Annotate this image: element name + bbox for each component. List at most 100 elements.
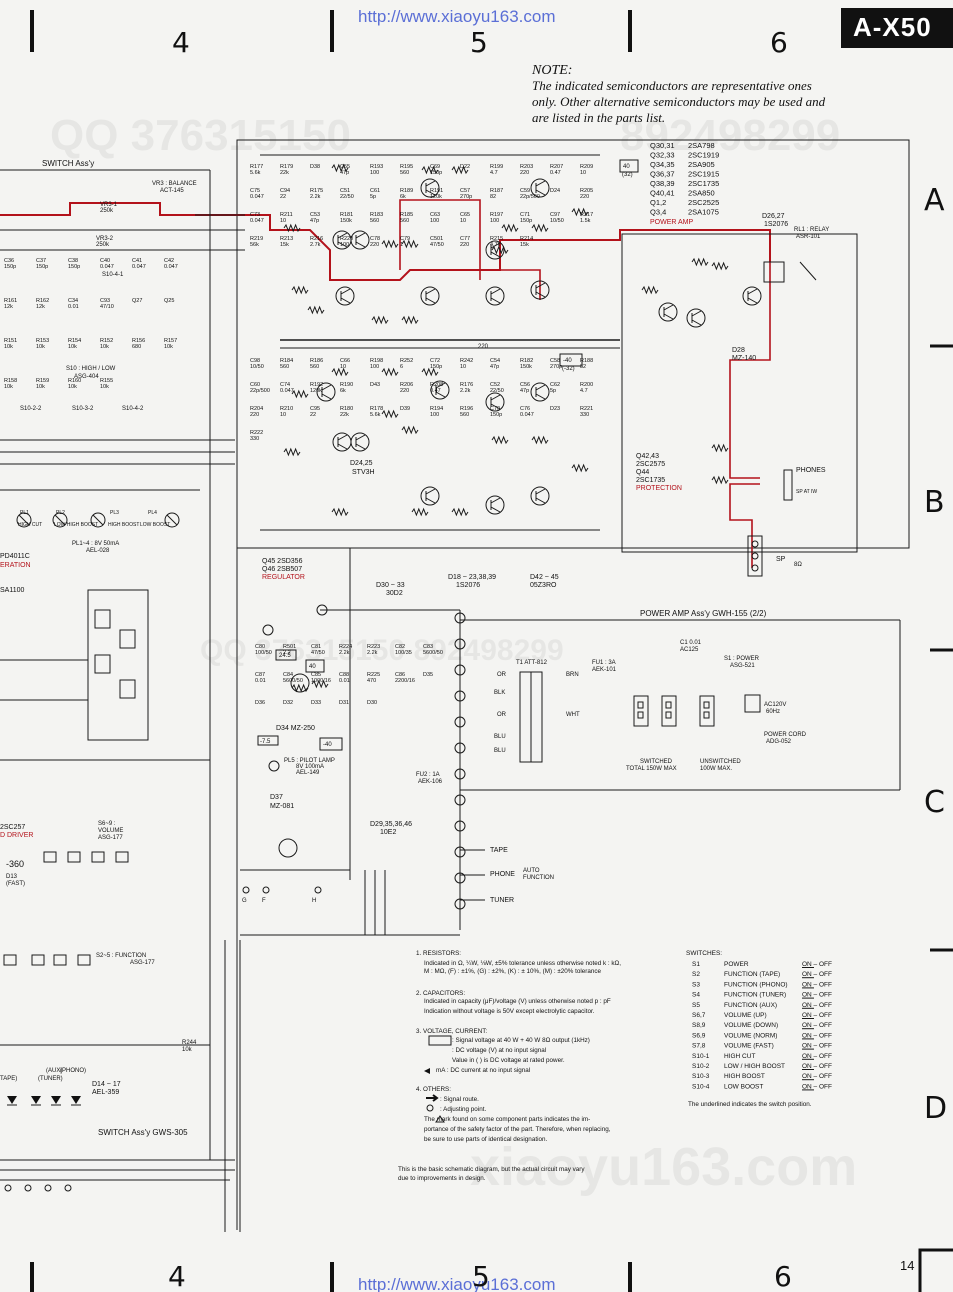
url-bottom: http://www.xiaoyu163.com [358, 1275, 555, 1292]
component-value: 100 [370, 170, 379, 176]
relay-label: RL1 : RELAY [794, 227, 829, 233]
push-switch [67, 851, 81, 863]
lamp-filament [18, 514, 30, 526]
component-value: 10k [4, 344, 13, 350]
q-part: 2SC1735 [636, 477, 665, 484]
component-ref: R159 [36, 378, 49, 384]
switches-footnote: The underlined indicates the switch posi… [688, 1101, 812, 1108]
transistor-collector [425, 288, 436, 295]
q-label: Q46 2SB507 [262, 566, 302, 573]
semi-part: 2SA850 [688, 189, 715, 198]
jack-label: PHONES [796, 467, 826, 474]
connector-pin [454, 612, 466, 624]
switch-name: POWER [724, 961, 749, 968]
resistor [381, 409, 399, 419]
component-ref: C82 [395, 644, 405, 650]
switch-state: ON – OFF [802, 1012, 832, 1019]
transformer-label: T1 ATT-812 [516, 660, 548, 666]
transistor [530, 178, 550, 198]
component-value: 150p [520, 218, 532, 224]
semi-ref: Q34,35 [650, 160, 675, 169]
component-value: 0.047 [132, 264, 146, 270]
wire-color: WHT [566, 712, 580, 718]
component-ref: C87 [255, 672, 265, 678]
transistor-emitter [425, 297, 436, 304]
led-label: D14 ~ 17 [92, 1081, 121, 1088]
switch-state: ON – OFF [802, 1002, 832, 1009]
transistor-emitter [490, 506, 501, 513]
switch-ref: S10-2 [692, 1063, 710, 1070]
component-ref: C56 [520, 382, 530, 388]
component-value: 5p [370, 194, 376, 200]
component-ref: R223 [367, 644, 380, 650]
diode-label: D37 [270, 794, 283, 801]
component-value: 10k [68, 344, 77, 350]
switch-ref: S3 [692, 981, 700, 988]
rail-label: 220 [478, 344, 489, 350]
note-text: : Signal voltage at 40 W + 40 W 8Ω outpu… [452, 1037, 590, 1044]
switch-name: FUNCTION (TAPE) [724, 971, 780, 978]
component-ref: R209 [580, 164, 593, 170]
component-value: 12k [36, 304, 45, 310]
note-text: Indicated in Ω, ¼W, ⅛W, ±5% tolerance un… [424, 960, 621, 967]
connector-pin [454, 664, 466, 676]
note-text: The mark found on some component parts i… [424, 1116, 590, 1123]
transistor-collector [321, 384, 332, 391]
adjust-point-icon [426, 1104, 434, 1112]
column-tick [628, 1262, 632, 1292]
component-ref: D33 [311, 700, 321, 706]
component-value: 0.47 [550, 170, 561, 176]
vr3-1-value: 250k [100, 208, 114, 214]
signal-route [399, 199, 481, 280]
switch-state: ON – OFF [802, 1083, 832, 1090]
column-number: 4 [172, 26, 190, 59]
component-value: 150k [340, 218, 352, 224]
component-ref: R181 [340, 212, 353, 218]
component-value: 12k [4, 304, 13, 310]
component-value: 1.5k [580, 218, 591, 224]
component-ref: R211 [280, 212, 293, 218]
led-icon [51, 1096, 61, 1104]
component-ref: C98 [250, 358, 260, 364]
note-text: 4. OTHERS: [416, 1086, 451, 1093]
component-ref: C73 [250, 212, 260, 218]
switch-state: ON – OFF [802, 971, 832, 978]
outlet-label: UNSWITCHED [700, 759, 741, 765]
lamp-label: PL5 : PILOT LAMP [284, 758, 335, 764]
note-text: : Signal route. [440, 1096, 479, 1103]
push-switch [53, 954, 67, 966]
component-value: 5p [550, 388, 556, 394]
component-ref: R252 [400, 358, 413, 364]
transistor-collector [535, 384, 546, 391]
sp-impedance: 8Ω [794, 562, 802, 568]
connector-pin [454, 716, 466, 728]
fuse-label: FU1 : 3A [592, 660, 616, 666]
resistor [491, 245, 509, 255]
component-ref: R204 [250, 406, 263, 412]
switch-ref: S1 [692, 961, 700, 968]
component-ref: C86 [395, 672, 405, 678]
resistor [451, 507, 469, 517]
q-label: Q45 2SD356 [262, 558, 303, 565]
pin-row [242, 886, 322, 894]
component-ref: R157 [164, 338, 177, 344]
component-ref: C53 [310, 212, 320, 218]
column-tick [628, 10, 632, 52]
diode-label: D29,35,36,46 [370, 821, 412, 828]
part-label: D13 [6, 874, 18, 880]
transistor-collector [425, 180, 436, 187]
watermark: 892498299 [620, 111, 840, 160]
model-label: A-X50 [853, 12, 932, 42]
ic-label: PD4011C [0, 553, 30, 560]
component-ref: D31 [339, 700, 349, 706]
lamp-label: PL4 [148, 510, 157, 516]
component-ref: C41 [132, 258, 142, 264]
note-text: due to improvements in design. [398, 1175, 486, 1182]
component-value: 560 [460, 412, 469, 418]
pilot-lamp [268, 760, 280, 772]
resistor [421, 367, 439, 377]
wire-color: BLU [494, 734, 506, 740]
component-ref: C78 [370, 236, 380, 242]
component-ref: R188 [580, 358, 593, 364]
note-line: only. Other alternative semiconductors m… [532, 94, 826, 109]
